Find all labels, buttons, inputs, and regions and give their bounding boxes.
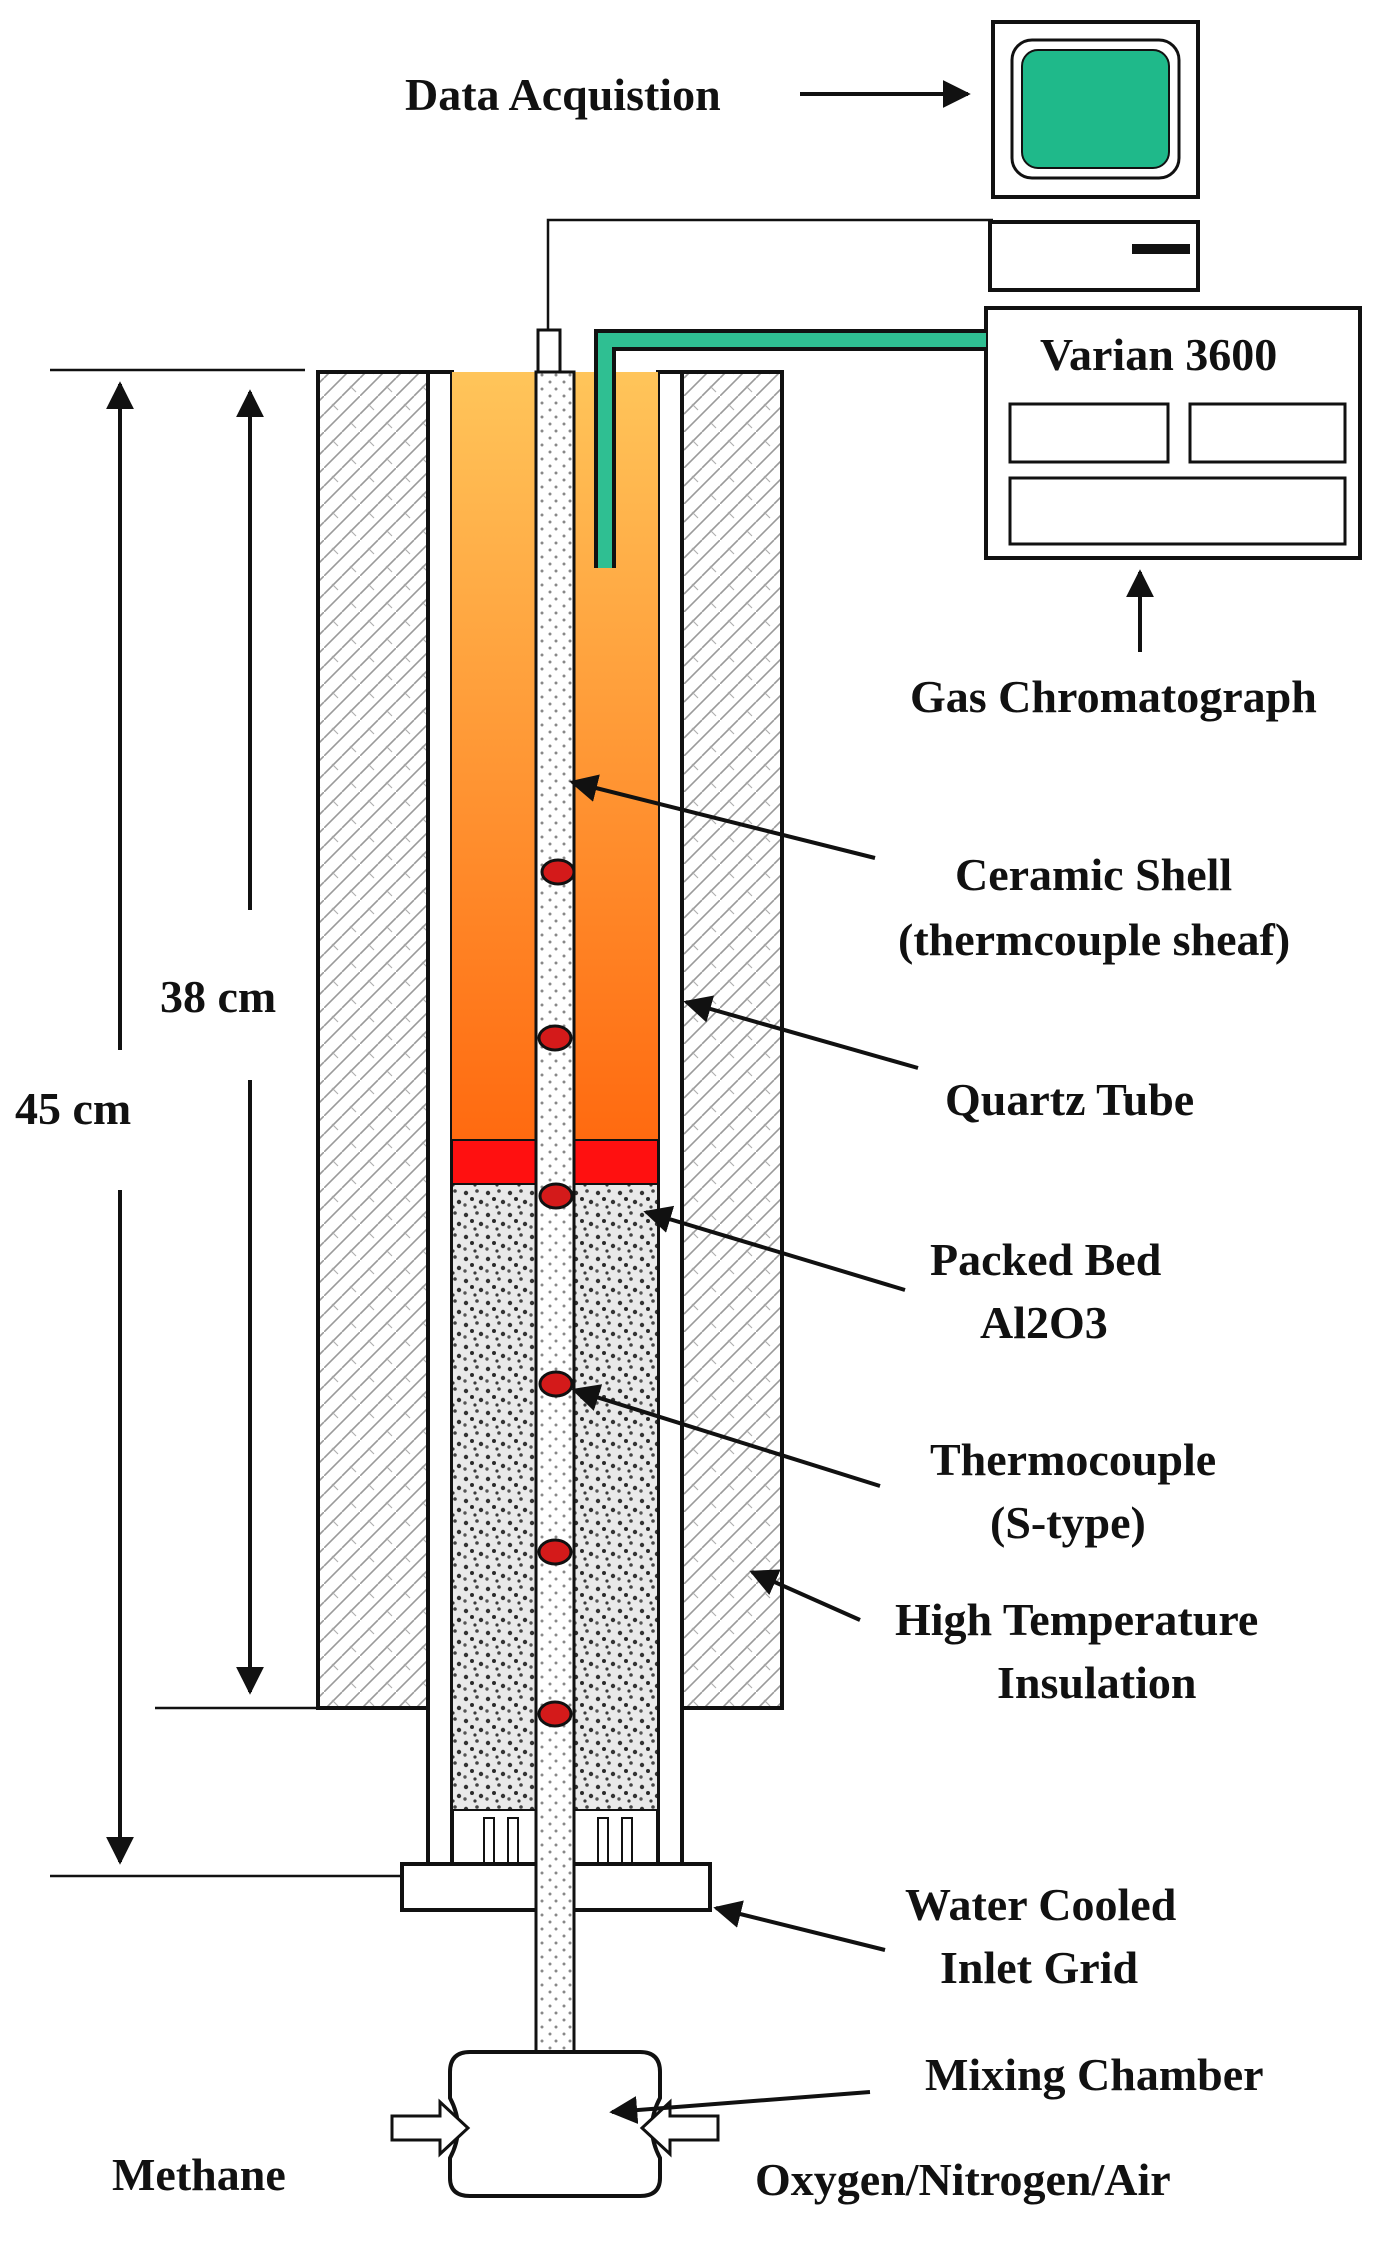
thermocouple-wire — [546, 218, 993, 330]
gc-model-label: Varian 3600 — [1040, 329, 1277, 380]
dimension-45cm — [50, 368, 400, 1878]
inlet-grid-label: Water Cooled — [905, 1879, 1177, 1930]
ceramic-shell-sublabel: (thermcouple sheaf) — [898, 914, 1290, 965]
methane-label: Methane — [112, 2149, 286, 2200]
packed-bed-sublabel: Al2O3 — [980, 1297, 1108, 1348]
inlet-grid-leader — [713, 1900, 886, 1952]
thermocouple-beads — [537, 858, 576, 1728]
thermocouple-leader — [571, 1384, 881, 1488]
oxidizer-inlet-arrow — [639, 2098, 720, 2158]
packed-bed-leader — [643, 1205, 906, 1292]
gas-chromatograph-label: Gas Chromatograph — [910, 671, 1317, 722]
quartz-tube-wall-right — [656, 370, 684, 1866]
gas-chromatograph-box — [984, 306, 1362, 560]
mixing-chamber — [448, 2050, 662, 2198]
monitor-screen — [1021, 49, 1170, 169]
thermocouple-label: Thermocouple — [930, 1434, 1216, 1485]
insulation-right — [668, 370, 784, 1710]
ceramic-shell-label: Ceramic Shell — [955, 849, 1232, 900]
insulation-sublabel: Insulation — [997, 1657, 1196, 1708]
quartz-tube-wall-left — [426, 370, 454, 1866]
quartz-tube-label: Quartz Tube — [945, 1074, 1194, 1125]
ceramic-shell-leader — [569, 774, 876, 860]
computer-monitor — [991, 20, 1200, 199]
dimension-45cm-label: 45 cm — [15, 1083, 131, 1134]
insulation-label: High Temperature — [895, 1594, 1258, 1645]
thermocouple-sheath — [534, 370, 576, 2054]
mixing-chamber-leader — [609, 2090, 871, 2125]
thermocouple-sublabel: (S-type) — [990, 1497, 1146, 1548]
mixing-chamber-label: Mixing Chamber — [925, 2049, 1264, 2100]
computer-base — [988, 220, 1200, 292]
data-acquisition-label: Data Acquistion — [405, 69, 721, 120]
packed-bed-label: Packed Bed — [930, 1234, 1162, 1285]
thermocouple-sheath-top — [536, 328, 562, 374]
dimension-38cm-label: 38 cm — [160, 971, 276, 1022]
insulation-leader — [749, 1569, 861, 1622]
dimension-38cm — [155, 389, 318, 1710]
methane-inlet-arrow — [390, 2098, 471, 2158]
inlet-grid-sublabel: Inlet Grid — [940, 1942, 1138, 1993]
oxidizer-label: Oxygen/Nitrogen/Air — [755, 2154, 1171, 2205]
insulation-left — [316, 370, 430, 1710]
quartz-tube-leader — [683, 995, 919, 1070]
